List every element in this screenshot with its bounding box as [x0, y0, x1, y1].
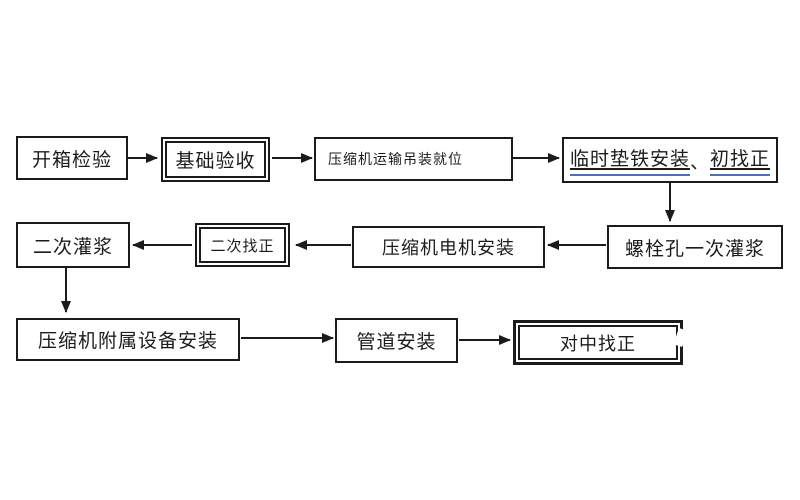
node-auxiliary-equipment-install-label: 压缩机附属设备安装 — [37, 331, 218, 352]
node-auxiliary-equipment-install: 压缩机附属设备安装 — [16, 318, 240, 361]
node-temp-shim-install-separator: 、 — [689, 151, 710, 173]
node-temp-shim-install-label-part2: 初找正 — [710, 144, 771, 176]
node-centering-alignment-label: 对中找正 — [560, 333, 636, 354]
node-foundation-acceptance: 基础验收 — [161, 137, 270, 182]
node-bolt-hole-grouting: 螺栓孔一次灌浆 — [607, 225, 783, 269]
node-motor-install-label: 压缩机电机安装 — [382, 238, 515, 258]
node-transport-hoisting-label: 压缩机运输吊装就位 — [328, 151, 463, 167]
node-secondary-alignment: 二次找正 — [195, 223, 290, 267]
node-piping-install-label: 管道安装 — [356, 332, 437, 353]
node-secondary-grouting: 二次灌浆 — [16, 222, 130, 268]
node-transport-hoisting: 压缩机运输吊装就位 — [314, 137, 513, 181]
node-bolt-hole-grouting-label: 螺栓孔一次灌浆 — [624, 238, 765, 260]
node-temp-shim-install: 临时垫铁安装、初找正 — [562, 137, 778, 183]
node-piping-install: 管道安装 — [335, 318, 458, 363]
node-foundation-acceptance-label: 基础验收 — [175, 151, 256, 172]
node-unpacking-inspection-label: 开箱检验 — [31, 149, 112, 171]
node-unpacking-inspection: 开箱检验 — [16, 136, 128, 180]
node-secondary-alignment-label: 二次找正 — [210, 237, 275, 255]
node-temp-shim-install-label-part1: 临时垫铁安装 — [569, 144, 690, 176]
node-secondary-grouting-label: 二次灌浆 — [32, 236, 113, 258]
node-centering-alignment: 对中找正 — [513, 320, 683, 365]
node-motor-install: 压缩机电机安装 — [352, 226, 545, 268]
